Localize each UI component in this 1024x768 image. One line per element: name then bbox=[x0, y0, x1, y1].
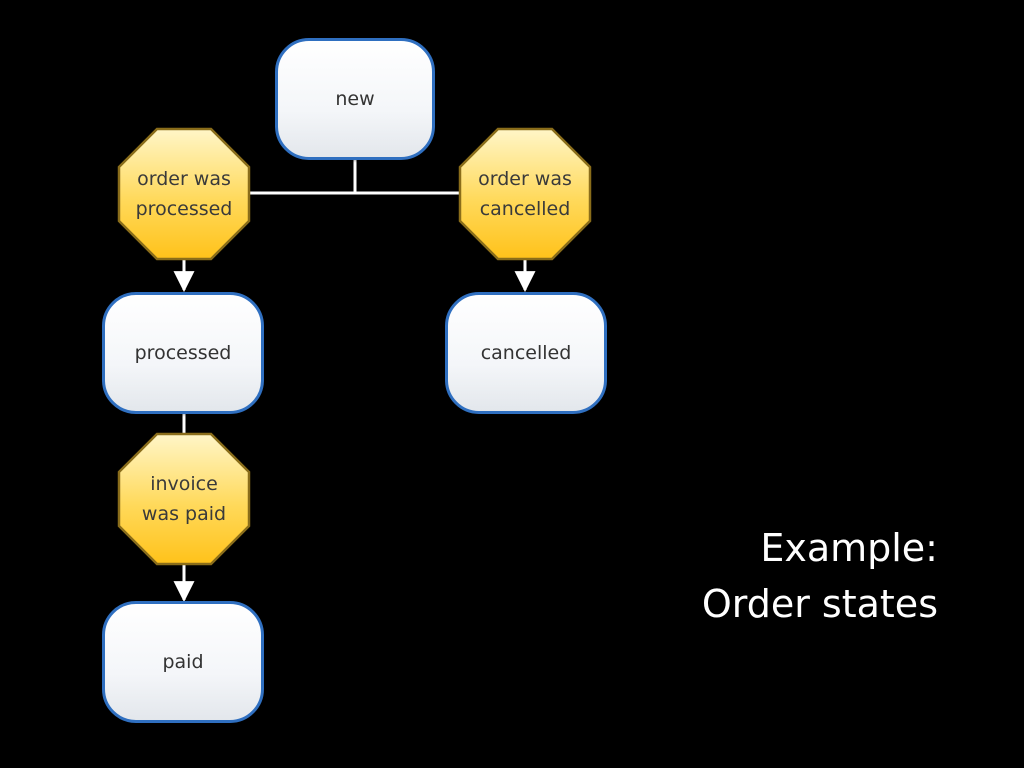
event-order-processed: order was processed bbox=[117, 127, 251, 261]
caption: Example: Order states bbox=[702, 520, 938, 632]
state-paid: paid bbox=[102, 601, 264, 723]
octagon-shape bbox=[117, 127, 251, 261]
state-new-label: new bbox=[335, 88, 375, 110]
state-cancelled-label: cancelled bbox=[480, 342, 572, 364]
event-invoice-paid: invoice was paid bbox=[117, 432, 251, 566]
state-processed: processed bbox=[102, 292, 264, 414]
caption-line-1: Example: bbox=[760, 526, 938, 570]
event-order-processed-label: order was processed bbox=[135, 168, 233, 220]
event-order-cancelled-label: order was cancelled bbox=[478, 168, 572, 220]
state-paid-label: paid bbox=[162, 651, 204, 673]
octagon-shape bbox=[458, 127, 592, 261]
event-order-cancelled: order was cancelled bbox=[458, 127, 592, 261]
state-new: new bbox=[275, 38, 435, 160]
caption-line-2: Order states bbox=[701, 582, 938, 626]
state-cancelled: cancelled bbox=[445, 292, 607, 414]
event-invoice-paid-label: invoice was paid bbox=[141, 473, 227, 525]
octagon-shape bbox=[117, 432, 251, 566]
state-processed-label: processed bbox=[134, 342, 232, 364]
